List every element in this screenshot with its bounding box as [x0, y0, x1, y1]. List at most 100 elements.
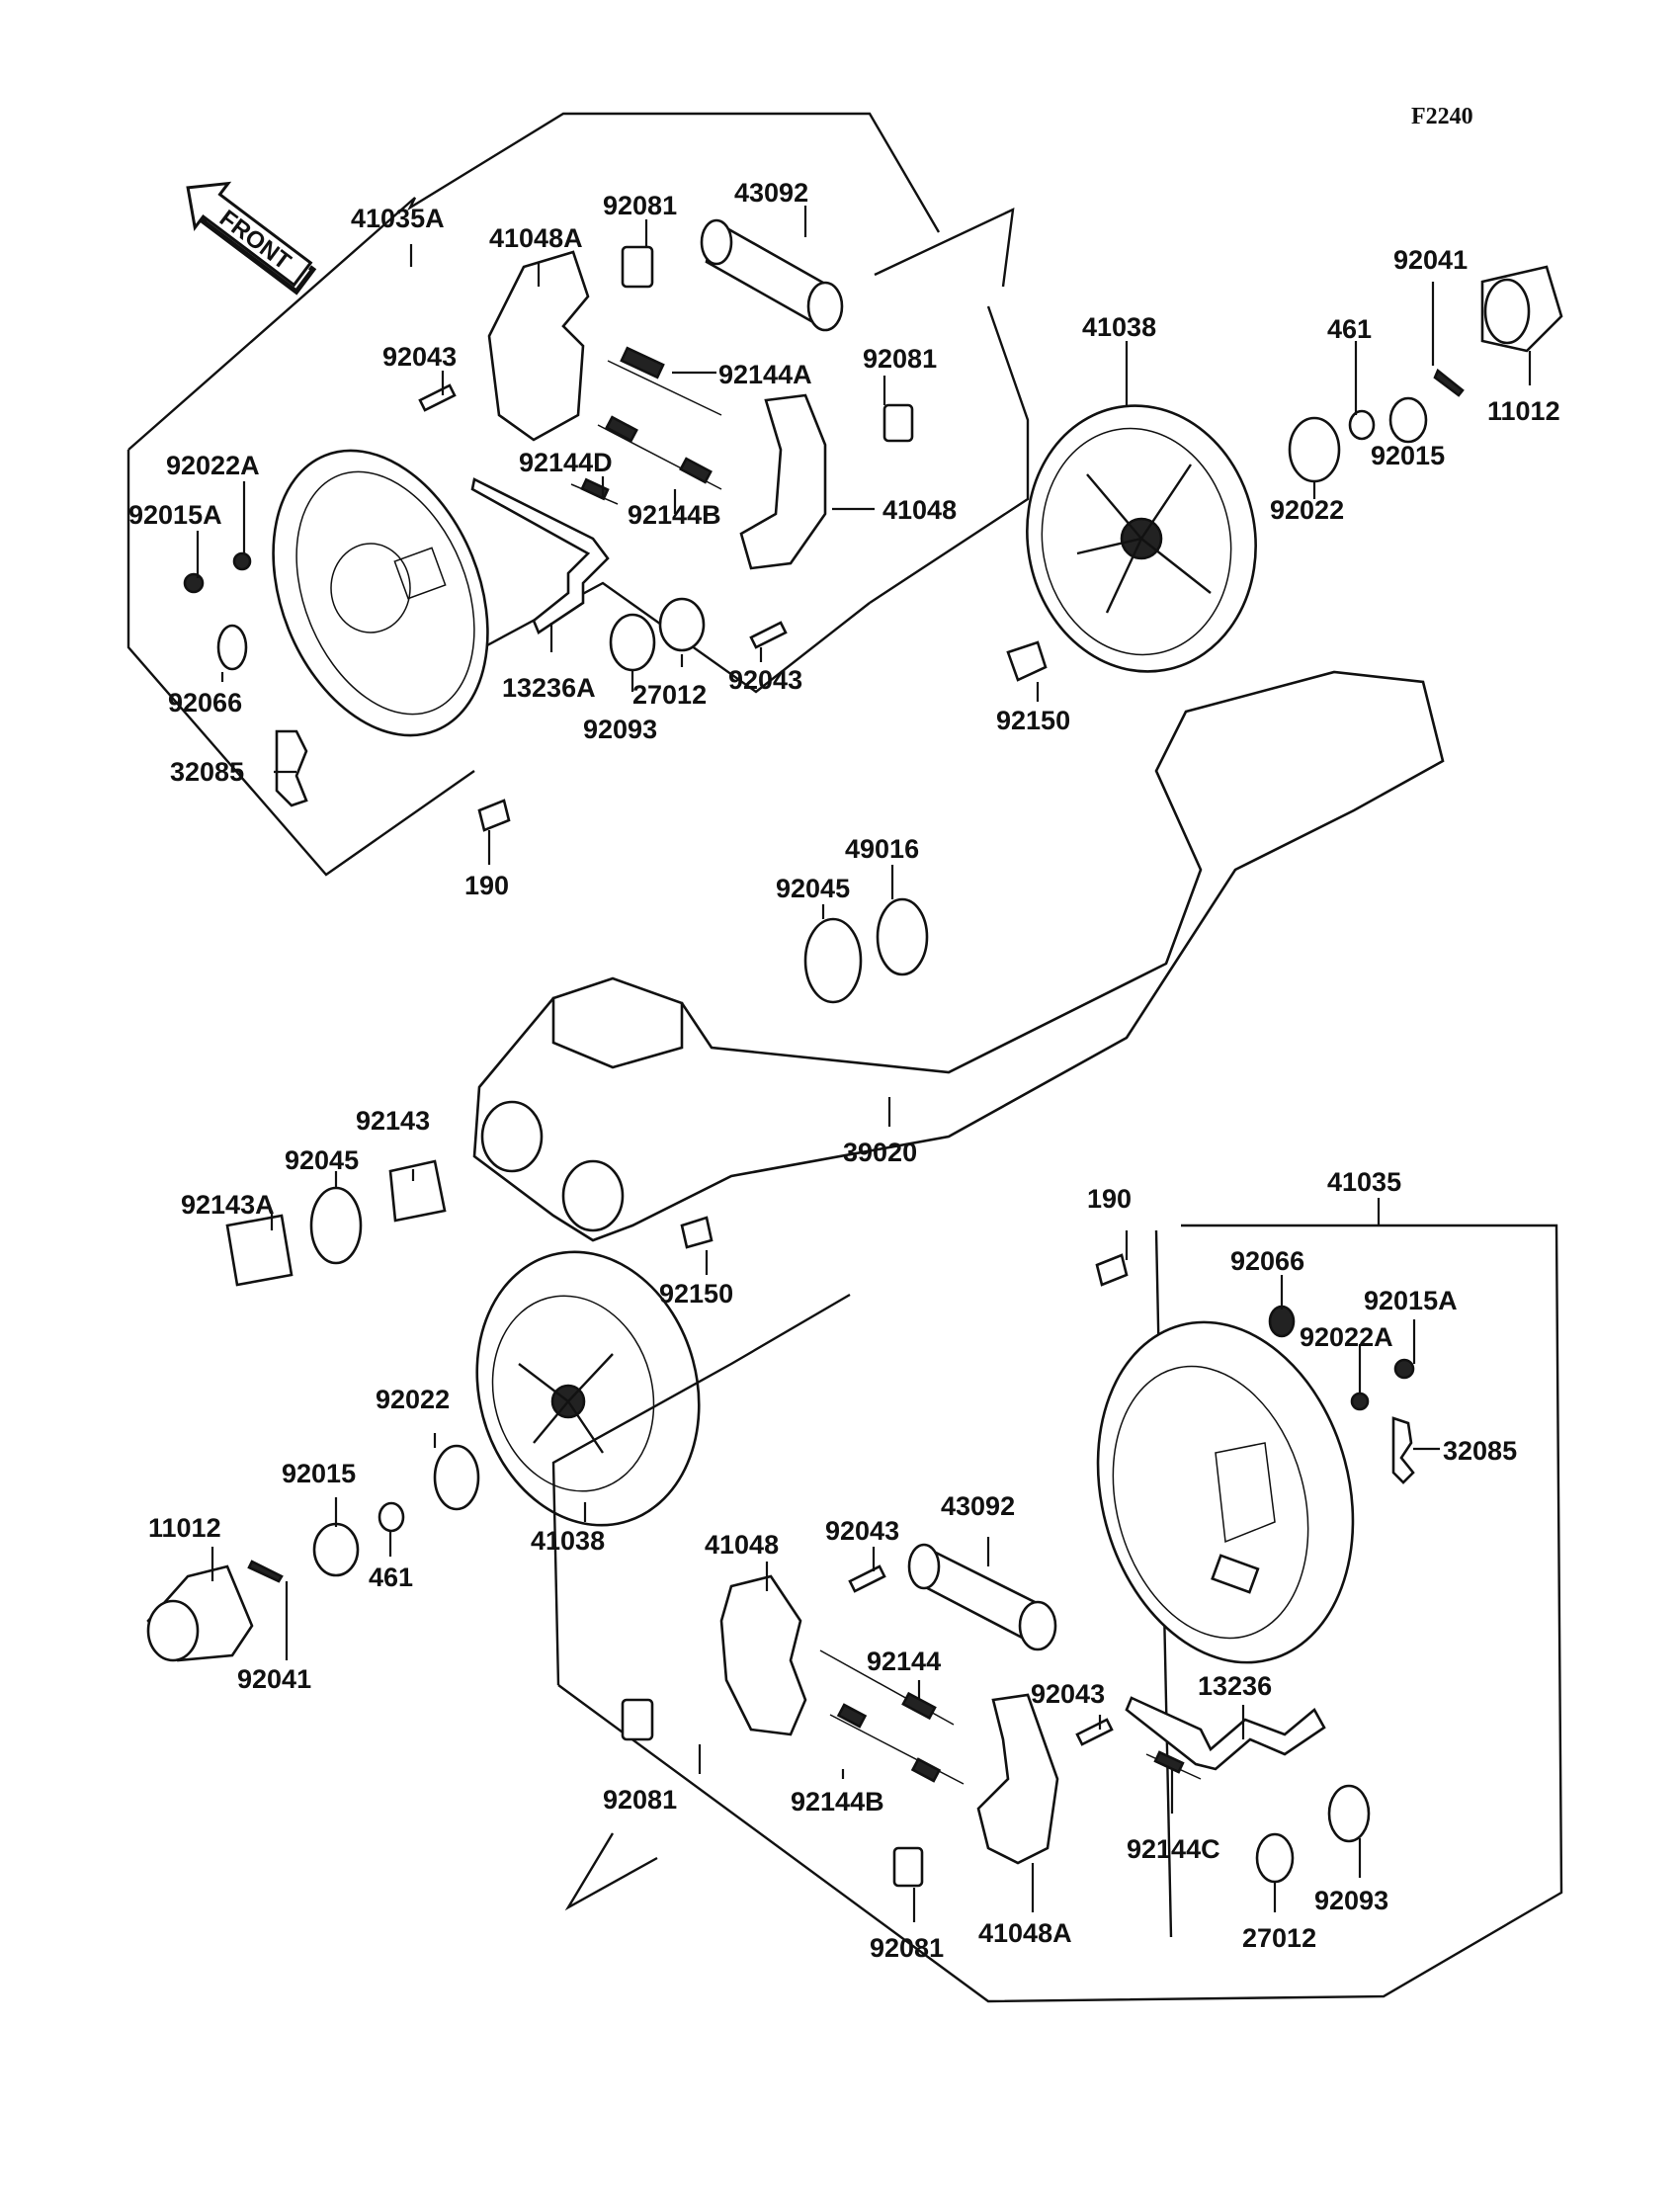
part-label: 92015	[282, 1459, 356, 1488]
part-label: 92045	[285, 1145, 359, 1175]
part-label: 92144D	[519, 448, 613, 477]
nut-92022A-upper	[232, 551, 252, 571]
bushing-92143	[388, 1159, 447, 1223]
clip-92081-lower-1	[621, 1698, 654, 1741]
brake-shoe-41048A-lower	[976, 1693, 1059, 1865]
part-label: 43092	[734, 178, 808, 208]
bolt-190-upper	[477, 799, 511, 832]
brake-shoe-41048-upper	[739, 393, 827, 570]
part-label: 32085	[170, 757, 244, 787]
clip-92081-upper-2	[882, 403, 914, 443]
part-label: 92043	[728, 665, 802, 695]
part-label: 92022A	[1300, 1322, 1393, 1352]
part-label: 92144B	[628, 500, 721, 530]
part-label: 92081	[863, 344, 937, 374]
part-label: 49016	[845, 834, 919, 864]
part-label: 92043	[825, 1516, 899, 1546]
part-label: 92066	[168, 688, 242, 718]
nut-92015-upper	[1388, 396, 1428, 444]
part-label: 92081	[870, 1933, 944, 1963]
part-label: 43092	[941, 1491, 1015, 1521]
diagram-code: F2240	[1411, 104, 1473, 129]
brake-shoe-41048A-upper	[487, 250, 590, 442]
axle-housing-39020	[472, 670, 1445, 1242]
part-label: 41048	[882, 495, 957, 525]
nut-92015A-upper	[183, 572, 205, 594]
part-label: 92144C	[1127, 1834, 1220, 1864]
nut-92015A-lower	[1393, 1358, 1415, 1380]
part-label: 92043	[382, 342, 457, 372]
part-label: 11012	[1487, 396, 1560, 426]
bolt-190-lower	[1095, 1253, 1129, 1287]
brake-drum-upper	[272, 449, 489, 737]
bolt-92150-upper	[1006, 640, 1048, 682]
part-label: 92015	[1371, 441, 1445, 470]
lock-washer-92022-lower	[433, 1444, 480, 1511]
oil-seal-49016	[876, 897, 929, 976]
leader-lines	[196, 206, 1532, 1922]
front-arrow-icon: FRONT	[186, 181, 317, 296]
cotter-pin-92041-upper	[1433, 368, 1465, 397]
hub-cap-11012-upper	[1480, 265, 1563, 353]
part-label: 92022	[376, 1385, 450, 1414]
part-label: 41048A	[978, 1918, 1072, 1948]
part-label: 92150	[659, 1279, 733, 1309]
lower-brake-assembly-outline	[551, 1224, 1563, 2003]
part-label: 11012	[148, 1513, 221, 1543]
brake-shoe-41048-lower	[719, 1574, 807, 1736]
clip-92081-lower-2	[892, 1846, 924, 1888]
part-label: 92144B	[791, 1787, 884, 1817]
part-label: 13236	[1198, 1671, 1272, 1701]
bolt-92150-lower	[680, 1216, 714, 1249]
ring-27012-upper	[658, 597, 706, 652]
part-label: 13236A	[502, 673, 596, 703]
brake-drum-lower-right	[1096, 1320, 1355, 1664]
clip-92081-upper-1	[621, 245, 654, 289]
part-label: 92081	[603, 1785, 677, 1815]
part-label: 41048	[705, 1530, 779, 1560]
plug-92066-upper	[216, 624, 248, 671]
brake-drum-41038-upper	[1026, 404, 1257, 673]
part-label: 92150	[996, 706, 1070, 735]
part-label: 190	[464, 871, 509, 900]
part-label: 41035A	[351, 204, 445, 233]
part-label: 41035	[1327, 1167, 1401, 1197]
bearing-92045-left	[309, 1186, 363, 1265]
part-label: 92066	[1230, 1246, 1304, 1276]
part-label: 92045	[776, 874, 850, 903]
part-label: 92022	[1270, 495, 1344, 525]
part-label: 32085	[1443, 1436, 1517, 1466]
pin-92043-upper-1	[418, 383, 457, 412]
part-label: 190	[1087, 1184, 1132, 1214]
clip-32085-lower	[1391, 1416, 1415, 1484]
part-label: 27012	[632, 680, 707, 710]
cotter-pin-92041-lower	[247, 1560, 284, 1583]
spring-92144B-lower	[829, 1714, 965, 1785]
lever-13236	[1125, 1696, 1326, 1771]
part-label: 92041	[1393, 245, 1468, 275]
part-label: 92022A	[166, 451, 260, 480]
part-label: 92143A	[181, 1190, 275, 1220]
washer-461-lower	[378, 1501, 405, 1533]
part-label: 461	[1327, 314, 1372, 344]
part-label: 27012	[1242, 1923, 1316, 1953]
nut-92022A-lower	[1350, 1392, 1370, 1411]
nut-92015-lower	[312, 1522, 360, 1577]
part-label: 39020	[843, 1138, 917, 1167]
lever-13236A	[470, 477, 610, 634]
part-label: 92093	[1314, 1886, 1388, 1915]
part-label: 41038	[531, 1526, 605, 1556]
pin-92043-upper-2	[749, 621, 788, 649]
lock-washer-92022-upper	[1288, 416, 1341, 483]
brake-drum-41038-lower	[475, 1250, 701, 1527]
part-label: 92015A	[1364, 1286, 1458, 1315]
part-label: 92143	[356, 1106, 430, 1136]
part-label: 92015A	[128, 500, 222, 530]
ring-27012-lower	[1255, 1832, 1295, 1884]
part-label: 461	[369, 1563, 413, 1592]
part-label: 92144A	[718, 360, 812, 389]
part-label: 92081	[603, 191, 677, 220]
pin-92043-lower-2	[1075, 1718, 1114, 1746]
plug-92066-lower	[1268, 1305, 1296, 1338]
wheel-cylinder-43092-upper	[700, 218, 844, 332]
